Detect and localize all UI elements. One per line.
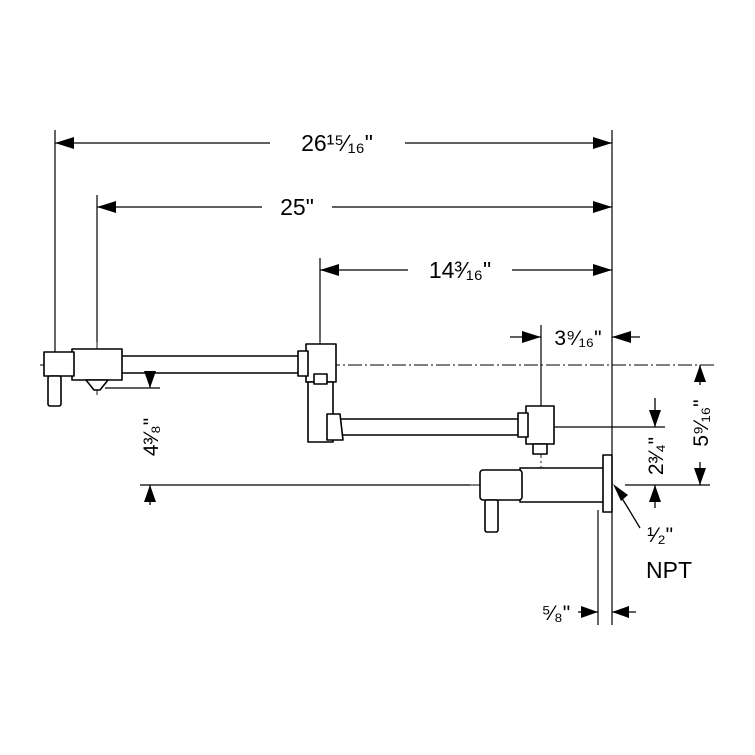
extension-lines [54, 130, 710, 625]
inner-arm [334, 418, 531, 436]
middle-swivel-cap [297, 350, 309, 377]
shutoff-handle-hub [479, 469, 523, 501]
overall-length-label: 26¹⁵⁄₁₆" [301, 130, 373, 156]
arm-reach-label: 25" [280, 194, 314, 220]
spout-head [71, 348, 123, 381]
second-arm-label: 14³⁄₁₆" [429, 257, 491, 283]
connection-size-label: ¹⁄₂" [647, 524, 673, 547]
upper-offset-label: 2³⁄₄" [645, 437, 668, 475]
total-height-label: 5⁹⁄₁₆" [690, 399, 713, 446]
outer-arm [119, 355, 306, 374]
dimension-lines [55, 137, 706, 618]
dimension-labels: 26¹⁵⁄₁₆" 25" 14³⁄₁₆" 3⁹⁄₁₆" 4³⁄₈" 2³⁄₄" … [140, 130, 713, 625]
wall-mount-body [519, 467, 605, 503]
wall-to-joint-label: 3⁹⁄₁₆" [554, 327, 601, 350]
wall-flange [602, 454, 613, 513]
connection-type-label: NPT [646, 557, 692, 583]
plate-thickness-label: ⁵⁄₈" [542, 602, 570, 625]
inner-arm-collar [326, 413, 344, 441]
wall-swivel-cap [517, 412, 529, 438]
wall-swivel-joint [525, 405, 555, 445]
spout-nozzle [85, 379, 109, 391]
middle-swivel-nut [313, 373, 328, 385]
spout-drop-label: 4³⁄₈" [140, 418, 163, 456]
pot-filler-faucet [43, 343, 613, 533]
spout-handle-hub [43, 351, 75, 377]
shutoff-handle-lever [484, 499, 499, 533]
wall-swivel-nut [532, 443, 548, 455]
spout-handle-lever [47, 375, 62, 407]
